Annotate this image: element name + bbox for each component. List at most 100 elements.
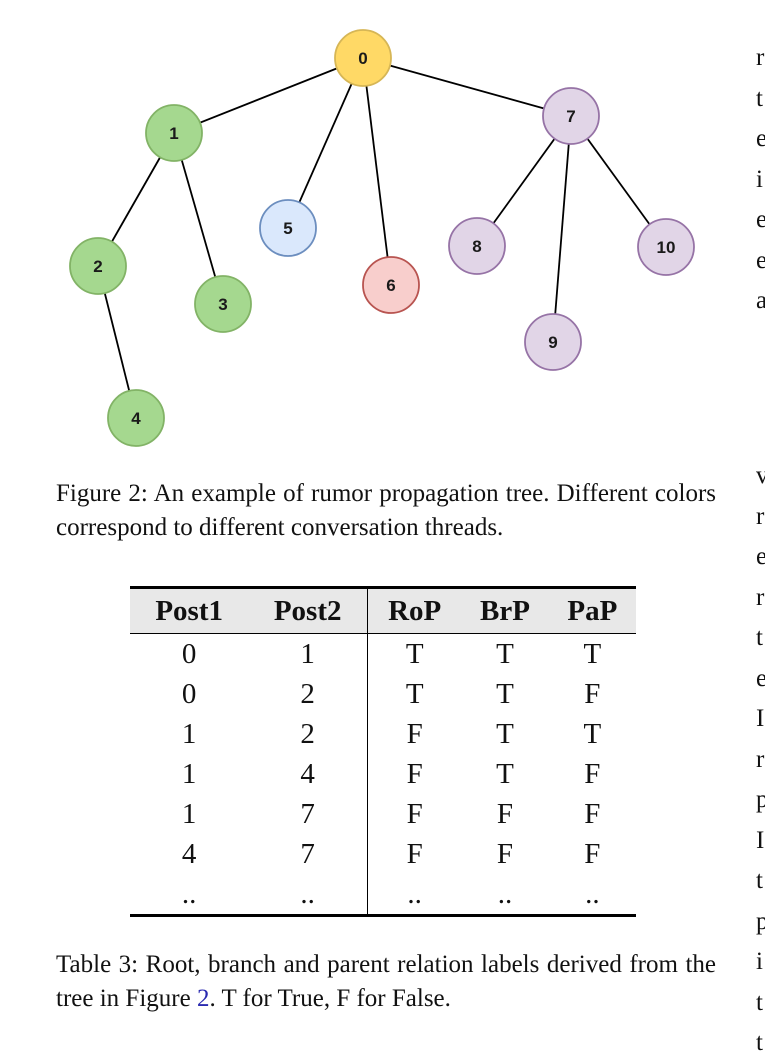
rumor-propagation-tree: 0 1 2 3 4 5 6 7 8 9 10 <box>69 29 695 447</box>
right-column-letter: e <box>756 206 765 233</box>
tree-node-circle <box>362 256 420 314</box>
tree-node-circle <box>107 389 165 447</box>
right-column-letter: i <box>756 948 763 975</box>
table-row: 1 7 F F F <box>130 794 636 834</box>
table-cell: 2 <box>248 674 369 714</box>
tree-node-circle <box>542 87 600 145</box>
right-column-letter: I <box>756 826 765 854</box>
right-column-letter: e <box>756 246 765 274</box>
table-cell: T <box>496 637 514 670</box>
table-cell: 2 <box>248 714 369 754</box>
table-cell: T <box>496 677 514 710</box>
table-cell: T <box>496 717 514 750</box>
tree-node-label: 2 <box>93 257 102 276</box>
table-cell: .. <box>130 874 249 917</box>
tree-node-7: 7 <box>542 87 600 145</box>
header-brp: BrP <box>461 586 549 634</box>
tree-node-label: 0 <box>358 49 367 68</box>
table-cell: F <box>496 837 514 870</box>
table-cell: T <box>583 637 602 670</box>
table-cell: F <box>406 797 423 830</box>
right-column-letter: i <box>756 165 763 193</box>
tree-node-label: 5 <box>283 219 292 238</box>
tree-node-label: 7 <box>566 107 575 126</box>
right-column-letter: e <box>756 125 765 152</box>
tree-node-circle <box>448 217 506 275</box>
right-column-letter: r <box>756 745 765 773</box>
tree-edge-0-7 <box>362 57 572 117</box>
tree-node-6: 6 <box>362 256 420 314</box>
tree-node-circle <box>334 29 392 87</box>
tree-edge-0-5 <box>287 57 364 229</box>
tree-node-circle <box>259 199 317 257</box>
tree-node-8: 8 <box>448 217 506 275</box>
table-cell: F <box>584 757 601 790</box>
table-cell: T <box>405 637 424 670</box>
header-post2: Post2 <box>248 586 369 634</box>
tree-edge-0-1 <box>173 57 364 134</box>
tree-node-3: 3 <box>194 275 252 333</box>
table-cell: 7 <box>248 834 369 874</box>
right-column-letter: t <box>756 988 763 1016</box>
table-cell: T <box>583 717 602 750</box>
table-cell: F <box>406 837 423 870</box>
table-cell: .. <box>548 874 636 917</box>
table-cell: F <box>406 757 423 790</box>
right-column-letter: t <box>756 867 763 894</box>
right-column-letter: r <box>756 44 765 71</box>
tree-edge-0-6 <box>362 57 392 286</box>
tree-node-0: 0 <box>334 29 392 87</box>
tree-node-label: 1 <box>169 124 178 143</box>
table-cell: T <box>405 677 424 710</box>
table-cell: 1 <box>181 717 197 750</box>
right-column-letter: e <box>756 664 765 692</box>
table-cell: .. <box>461 874 549 917</box>
right-column-letter: t <box>756 84 763 112</box>
tree-node-1: 1 <box>145 104 203 162</box>
table-cell: 0 <box>181 677 197 710</box>
tree-node-circle <box>637 218 695 276</box>
tree-node-label: 9 <box>548 333 557 352</box>
tree-node-2: 2 <box>69 237 127 295</box>
right-column-letter: r <box>756 502 765 530</box>
right-column-letter: t <box>756 624 763 651</box>
table-header-row: Post1 Post2 RoP BrP PaP <box>130 586 636 634</box>
right-column-letter: r <box>756 583 765 611</box>
table-cell: 7 <box>248 794 369 834</box>
header-pap: PaP <box>548 586 636 634</box>
right-column-letter: I <box>756 705 765 732</box>
tree-node-circle <box>69 237 127 295</box>
table-cell: 1 <box>181 797 197 830</box>
table-cell: F <box>584 797 601 830</box>
table-cell: F <box>496 797 514 830</box>
tree-node-label: 10 <box>657 238 676 257</box>
tree-node-5: 5 <box>259 199 317 257</box>
tree-node-circle <box>145 104 203 162</box>
table-cell: 1 <box>181 757 197 790</box>
right-column-letter: e <box>756 543 765 570</box>
tree-node-4: 4 <box>107 389 165 447</box>
figure-caption: Figure 2: An example of rumor propagatio… <box>56 480 716 541</box>
tree-node-circle <box>194 275 252 333</box>
header-rop: RoP <box>367 586 462 634</box>
table-cell: .. <box>367 874 462 917</box>
table-cell: T <box>496 757 514 790</box>
table-caption: Table 3: Root, branch and parent relatio… <box>56 948 716 1016</box>
right-column-letter: p <box>756 907 765 935</box>
table-caption-text: Table 3: Root, branch and parent relatio… <box>56 951 716 1012</box>
tree-node-label: 6 <box>386 276 395 295</box>
table-row: 1 4 F T F <box>130 754 636 794</box>
table-row: .......... <box>130 874 636 917</box>
table-cell: F <box>584 837 601 870</box>
tree-node-9: 9 <box>524 313 582 371</box>
tree-node-label: 4 <box>131 409 141 428</box>
figure-reference-link[interactable]: 2 <box>196 985 210 1012</box>
table-cell: 4 <box>248 754 369 794</box>
